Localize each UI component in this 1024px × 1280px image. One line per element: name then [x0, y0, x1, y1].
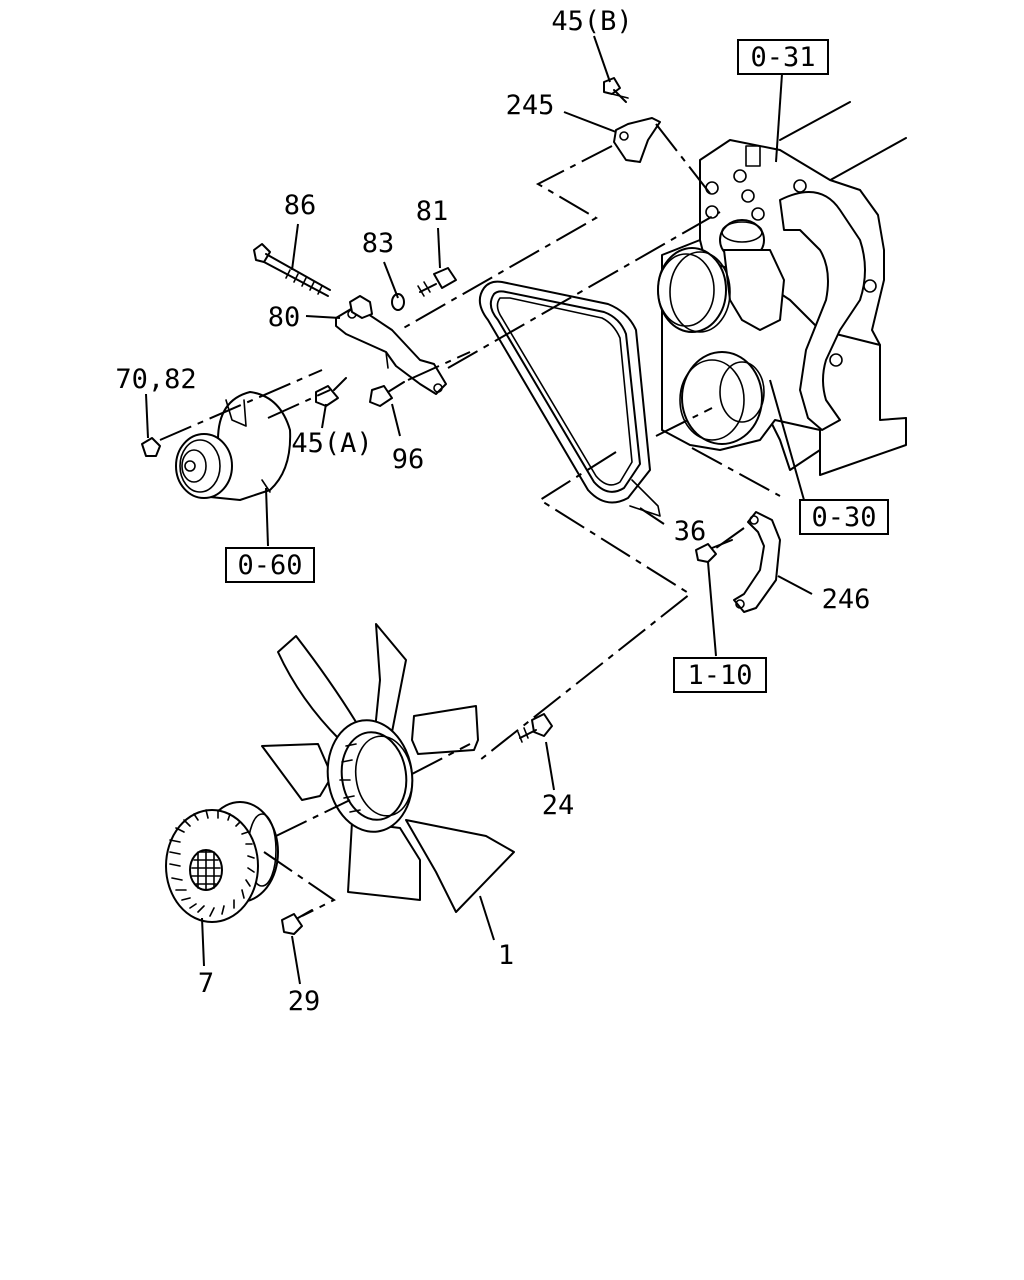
- callout-245: 245: [506, 90, 555, 121]
- ref-box-1-10: 1-10: [673, 657, 767, 693]
- cooling-fan-1: [261, 623, 515, 913]
- callout-246: 246: [822, 584, 871, 615]
- drive-belt-36: [478, 280, 661, 517]
- callout-36: 36: [674, 516, 707, 547]
- callout-81: 81: [416, 196, 449, 227]
- fan-clutch-7: [165, 801, 279, 923]
- callout-70-82: 70,82: [115, 364, 196, 395]
- assembly-center-lines: [159, 123, 781, 917]
- ref-label-0-30: 0-30: [811, 502, 876, 533]
- callout-45a: 45(A): [291, 428, 372, 459]
- nut-70-82: [141, 437, 161, 457]
- bolt-45b: [603, 77, 629, 103]
- leader-lines: [145, 35, 813, 985]
- bracket-246: [733, 511, 781, 613]
- ref-label-0-60: 0-60: [237, 550, 302, 581]
- ref-label-0-31: 0-31: [750, 42, 815, 73]
- callout-24: 24: [542, 790, 575, 821]
- callout-80: 80: [268, 302, 301, 333]
- callout-7: 7: [198, 968, 214, 999]
- ref-box-0-30: 0-30: [799, 499, 889, 535]
- ref-box-0-31: 0-31: [737, 39, 829, 75]
- bolt-86: [253, 243, 331, 297]
- crank-pulley-seat: [679, 351, 765, 445]
- ref-box-0-60: 0-60: [225, 547, 315, 583]
- ref-label-1-10: 1-10: [687, 660, 752, 691]
- callout-45b: 45(B): [551, 6, 632, 37]
- callout-labels: 45(B) 245 86 83 81 80 70,82 45(A) 96 36 …: [115, 6, 870, 1017]
- bolt-45a: [315, 377, 347, 407]
- bolt-81: [417, 267, 457, 297]
- bracket-245: [613, 117, 661, 163]
- callout-83: 83: [362, 228, 395, 259]
- engine-block: [657, 101, 907, 476]
- adjust-bracket-80: [335, 305, 447, 395]
- water-pump: [657, 219, 785, 333]
- callout-96: 96: [392, 444, 425, 475]
- callout-1: 1: [498, 940, 514, 971]
- bolt-96: [369, 381, 405, 407]
- callout-29: 29: [288, 986, 321, 1017]
- spacer-83: [349, 293, 405, 319]
- callout-86: 86: [284, 190, 317, 221]
- bolt-24: [517, 713, 553, 743]
- alternator: [175, 391, 292, 501]
